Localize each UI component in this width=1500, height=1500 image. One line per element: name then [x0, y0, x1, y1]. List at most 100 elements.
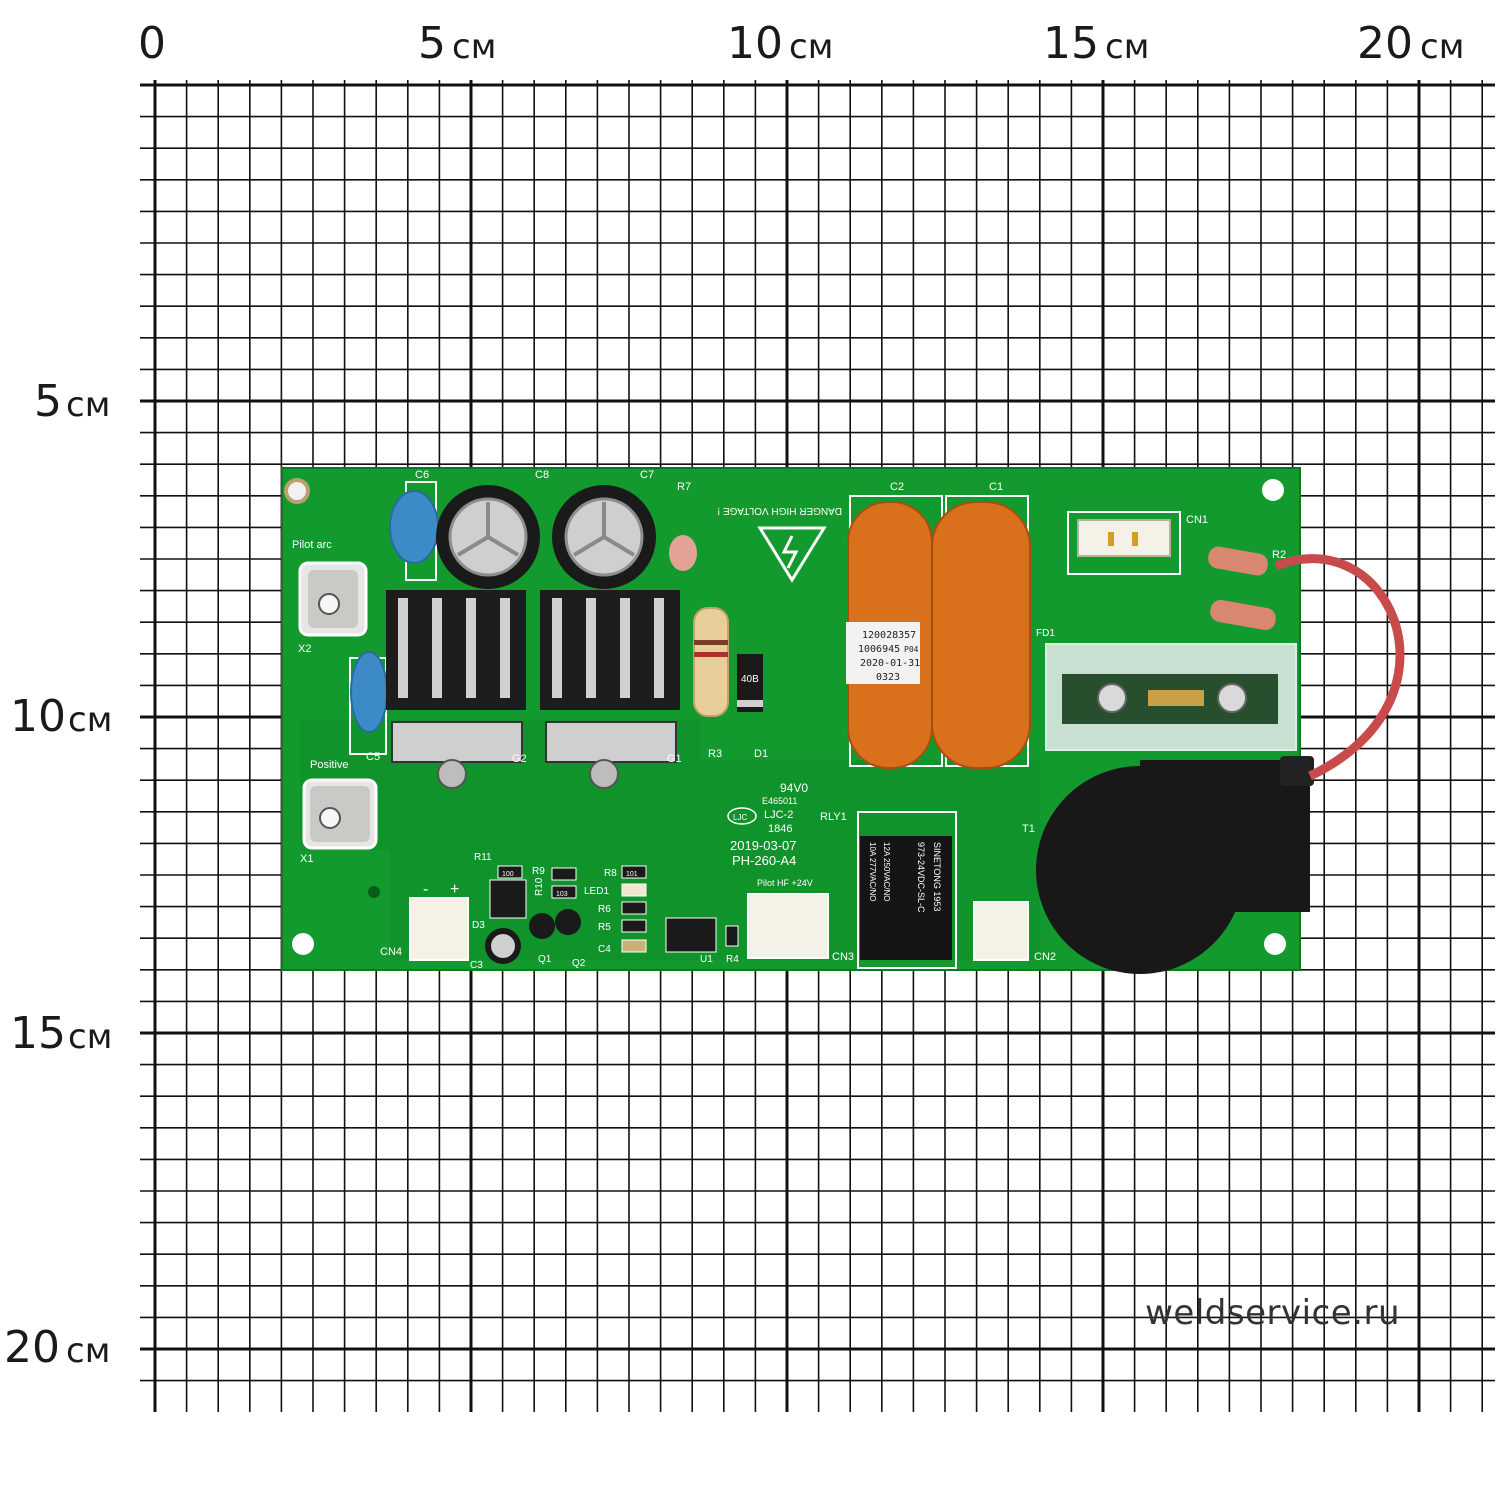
label-q2: Q2: [572, 958, 586, 969]
transistor-q1: [529, 913, 555, 939]
ruler-top-20: 20: [1357, 18, 1413, 69]
mounting-hole: [292, 933, 314, 955]
smd-r5: [621, 919, 647, 933]
resistor-r7: [669, 535, 697, 571]
board-date: 2019-03-07: [730, 838, 797, 853]
spark-gap-screw-left: [1097, 683, 1127, 713]
relay-text-3: 12A 250VAC/NO: [882, 842, 891, 901]
diode-d1-band: [737, 700, 763, 707]
label-cn2: CN2: [1034, 951, 1056, 963]
ljc-logo-text: LJC: [733, 813, 747, 822]
relay-text-4: 10A 277VAC/NO: [868, 842, 877, 901]
label-u1: U1: [700, 954, 713, 965]
label-x2: X2: [298, 643, 311, 655]
smd-r10: [551, 885, 577, 899]
label-r9: R9: [532, 866, 545, 877]
ruler-top-5: 5: [418, 18, 446, 69]
ljc-logo: [727, 807, 757, 825]
label-c8: C8: [535, 469, 549, 481]
capacitor-sticker: [846, 622, 920, 684]
terminal-x1-screw: [319, 807, 341, 829]
led1: [621, 883, 647, 897]
label-pilot-arc: Pilot arc: [292, 539, 332, 551]
left-ruler: 5 см 10 см 15 см 20 см: [4, 376, 112, 1373]
spark-gap-electrode: [1148, 690, 1204, 706]
label-d1: D1: [754, 748, 768, 760]
red-wire: [1274, 554, 1405, 781]
label-r3: R3: [708, 748, 722, 760]
connector-cn4: [409, 897, 469, 961]
spark-gap-screw-right: [1217, 683, 1247, 713]
top-ruler: 0 5 см 10 см 15 см 20 см: [138, 18, 1464, 69]
label-cn3: CN3: [832, 951, 854, 963]
resistor-r3-band: [694, 652, 728, 657]
heatsink-g1: [540, 590, 680, 789]
transformer-t1-boot: [1280, 756, 1314, 786]
smd-103: 103: [556, 891, 568, 898]
sticker-line-2: 1006945: [858, 644, 900, 655]
e-number: E465011: [762, 796, 797, 806]
ruler-top-20-unit: см: [1420, 27, 1464, 67]
relay-rly1: [860, 836, 952, 960]
ic-u1: [665, 917, 717, 953]
label-r4: R4: [726, 954, 739, 965]
sticker-line-1: 120028357: [862, 630, 916, 641]
label-r7: R7: [677, 481, 691, 493]
capacitor-c5: [350, 651, 388, 733]
label-q1: Q1: [538, 954, 552, 965]
ruler-left-15: 15: [10, 1008, 66, 1059]
capacitor-c7-vent: [572, 502, 636, 557]
date-code: 1846: [768, 823, 792, 835]
label-fd1: FD1: [1036, 628, 1055, 639]
label-cn1: CN1: [1186, 514, 1208, 526]
smd-d3: [489, 879, 527, 919]
label-r6: R6: [598, 904, 611, 915]
label-cn4: CN4: [380, 946, 402, 958]
label-c6: C6: [415, 469, 429, 481]
danger-label: DANGER HIGH VOLTAGE !: [717, 505, 842, 516]
label-rly1: RLY1: [820, 811, 847, 823]
cn4-plus: +: [450, 881, 459, 898]
transistor-q2: [555, 909, 581, 935]
ruler-top-10: 10: [727, 18, 783, 69]
ruler-top-15-unit: см: [1105, 27, 1149, 67]
cn4-minus: -: [423, 881, 428, 898]
label-c7: C7: [640, 469, 654, 481]
label-g2: G2: [512, 753, 527, 765]
mounting-hole: [284, 478, 310, 504]
transformer-t1-housing: [1140, 760, 1310, 912]
ruler-left-10-unit: см: [68, 700, 112, 740]
label-c4: C4: [598, 944, 611, 955]
relay-text-2: 973-24VDC-SL-C: [916, 842, 926, 913]
sticker-line-3: 2020-01-31: [860, 658, 920, 669]
smd-r11: [497, 865, 523, 879]
label-r8: R8: [604, 868, 617, 879]
sticker-code: P04: [904, 645, 919, 654]
terminal-x2-screw: [318, 593, 340, 615]
smd-r9: [551, 867, 577, 881]
ruler-top-15: 15: [1043, 18, 1099, 69]
label-x1: X1: [300, 853, 313, 865]
pcb-copper-pour: [300, 720, 1040, 960]
ljc-label: LJC-2: [764, 809, 793, 821]
board-model: PH-260-A4: [732, 853, 796, 868]
connector-cn3: [747, 893, 829, 959]
mounting-hole: [1264, 933, 1286, 955]
label-c1: C1: [989, 481, 1003, 493]
smd-101: 101: [626, 871, 638, 878]
ruler-left-15-unit: см: [68, 1017, 112, 1057]
ruler-left-20-unit: см: [66, 1331, 110, 1371]
ruler-left-5-unit: см: [66, 385, 110, 425]
label-r10: R10: [534, 877, 545, 896]
mounting-hole: [1262, 479, 1284, 501]
ruler-left-10: 10: [10, 691, 66, 742]
label-g1: G1: [667, 753, 682, 765]
capacitor-c8-vent: [456, 502, 520, 557]
ruler-left-5: 5: [34, 376, 62, 427]
connector-cn2: [973, 901, 1029, 961]
cn3-pin-labels: Pilot HF +24V: [757, 878, 813, 888]
connector-cn1-outline: [1067, 511, 1181, 575]
relay-text-1: SINETONG 1953: [932, 842, 942, 911]
lightning-bolt-icon: [781, 535, 799, 569]
connector-cn1-pin: [1108, 532, 1114, 546]
